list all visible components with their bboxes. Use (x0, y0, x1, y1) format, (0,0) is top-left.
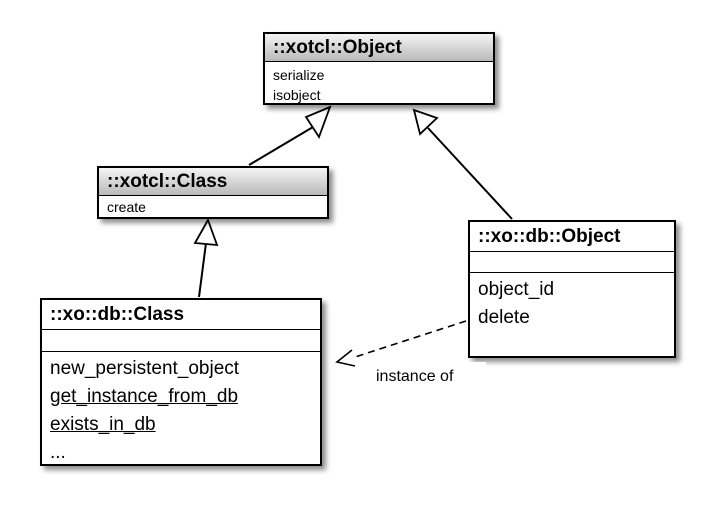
operation-serialize: serialize (273, 67, 325, 83)
attributes-compartment (42, 330, 320, 352)
operation-new-persistent-object: new_persistent_object (50, 358, 240, 379)
attributes-compartment (470, 252, 674, 273)
operations-compartment: serialize isobject (265, 62, 493, 105)
class-xotcl-class[interactable]: ::xotcl::Class create (97, 166, 329, 219)
operation-exists-in-db: exists_in_db (50, 414, 156, 435)
dependency-arrowhead (335, 349, 356, 367)
class-name: ::xotcl::Object (265, 34, 493, 62)
class-name: ::xotcl::Class (99, 168, 327, 196)
class-xodb-class[interactable]: ::xo::db::Class new_persistent_object ge… (40, 298, 322, 466)
dependency-instance-of (335, 320, 467, 367)
class-xodb-object[interactable]: ::xo::db::Object object_id delete (468, 220, 676, 358)
class-xotcl-object[interactable]: ::xotcl::Object serialize isobject (263, 32, 495, 105)
instance-of-label: instance of (370, 362, 486, 392)
operation-isobject: isobject (273, 87, 321, 103)
operations-compartment: new_persistent_object get_instance_from_… (42, 352, 320, 467)
generalization-xotcl-class-to-xotcl-object (248, 105, 332, 166)
operation-get-instance-from-db: get_instance_from_db (50, 386, 239, 407)
inheritance-arrowhead (412, 108, 439, 136)
operation-ellipsis: ... (50, 442, 66, 463)
operation-create: create (107, 199, 146, 215)
inheritance-arrowhead (193, 217, 219, 247)
operation-delete: delete (478, 307, 530, 328)
inheritance-arrowhead (304, 105, 332, 139)
operations-compartment: create (99, 196, 327, 216)
generalization-xodb-class-to-xotcl-class (193, 217, 219, 298)
class-name: ::xo::db::Object (470, 222, 674, 252)
class-name: ::xo::db::Class (42, 300, 320, 330)
operation-object-id: object_id (478, 279, 555, 300)
generalization-xodb-object-to-xotcl-object (412, 108, 513, 220)
operations-compartment: object_id delete (470, 273, 674, 332)
